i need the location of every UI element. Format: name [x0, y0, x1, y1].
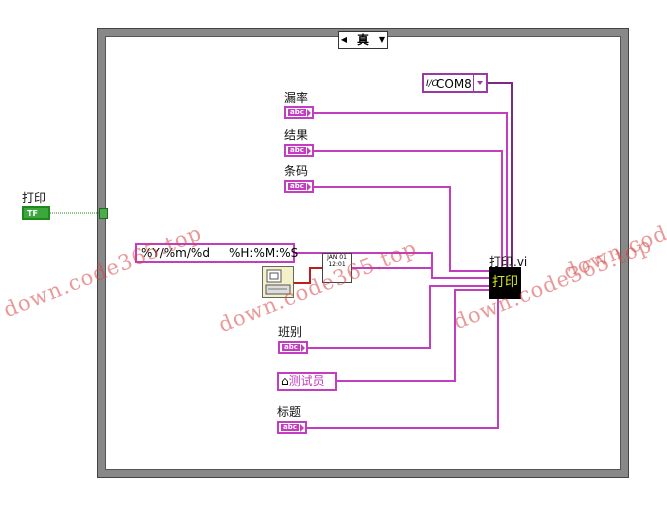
print-label: 打印 [22, 191, 47, 205]
string-label-tiao-ma: 条码 [284, 164, 309, 178]
abc-icon: abc [288, 183, 306, 190]
clock-icon [265, 269, 291, 295]
format-fn-text: JAN 01 12:01 [327, 254, 347, 268]
com-port-control[interactable]: I/O COM8 [422, 73, 488, 93]
chevron-down-icon[interactable] [473, 75, 486, 91]
dropdown-icon[interactable]: ▼ [378, 35, 386, 44]
boolean-tunnel [99, 208, 108, 219]
com-port-value: COM8 [436, 77, 472, 91]
string-label-ban-bie: 班别 [278, 325, 303, 339]
timestamp-wire [294, 267, 322, 284]
print-subvi-label: 打印.vi [489, 255, 528, 269]
tester-text: 测试员 [288, 374, 325, 388]
wire-title [307, 299, 499, 429]
string-terminal-title[interactable]: abc [277, 421, 307, 434]
tester-constant[interactable]: ⌂测试员 [277, 372, 337, 391]
print-boolean-terminal[interactable]: TF [22, 206, 50, 220]
format-date-time-function[interactable]: JAN 01 12:01 [322, 253, 352, 283]
get-timestamp-icon[interactable] [262, 266, 294, 298]
print-subvi-icon[interactable]: 打印 [489, 267, 521, 299]
io-icon: I/O [426, 79, 439, 89]
abc-icon: abc [281, 424, 299, 431]
wire-jie-guo [314, 150, 503, 285]
string-terminal-tiao-ma[interactable]: abc [284, 180, 314, 193]
wire-format-string [293, 252, 489, 279]
abc-icon: abc [282, 344, 300, 351]
abc-icon: abc [288, 147, 306, 154]
wire-tester [337, 289, 489, 382]
home-icon: ⌂ [281, 374, 289, 388]
decrement-icon[interactable]: ◀ [340, 35, 348, 44]
string-label-lou-lv: 漏率 [284, 91, 309, 105]
wire-ban-bie [308, 285, 489, 349]
tf-text: TF [27, 209, 38, 218]
wire-tiao-ma [314, 186, 489, 272]
string-terminal-lou-lv[interactable]: abc [284, 106, 314, 119]
case-selector-label: 真 [356, 33, 369, 47]
string-label-jie-guo: 结果 [284, 128, 309, 142]
case-selector[interactable]: ◀ 真 ▼ [338, 31, 388, 49]
print-subvi-icon-text: 打印 [491, 275, 518, 290]
string-label-title: 标题 [277, 405, 302, 419]
time-format-constant[interactable]: %Y/%m/%d %H:%M:%S [135, 243, 298, 263]
string-terminal-ban-bie[interactable]: abc [278, 341, 308, 354]
abc-icon: abc [288, 109, 306, 116]
string-terminal-jie-guo[interactable]: abc [284, 144, 314, 157]
